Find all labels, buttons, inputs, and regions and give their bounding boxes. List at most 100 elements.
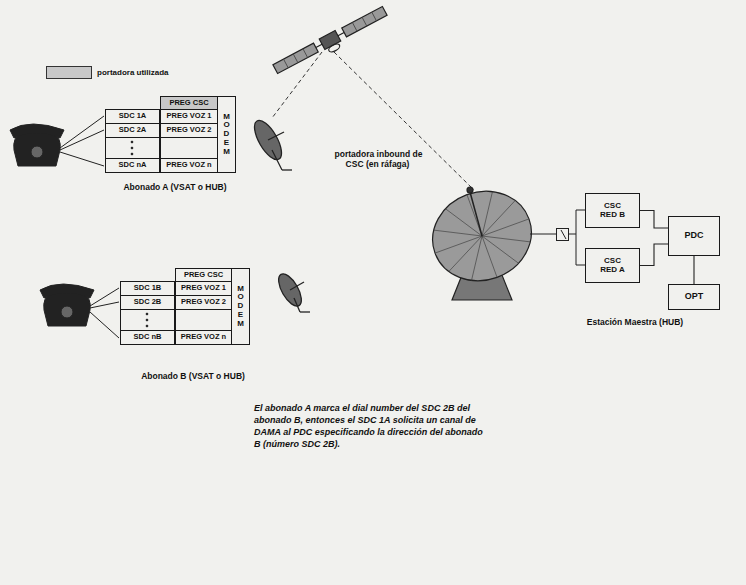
node-text: SDC nA xyxy=(119,161,147,169)
vsat-antenna xyxy=(274,270,310,312)
carrier-cell: PREG VOZ n xyxy=(160,158,218,173)
opt-box: OPT xyxy=(668,284,720,310)
node-text: PREG VOZ n xyxy=(181,333,226,341)
node-text: SDC 1B xyxy=(134,284,162,292)
label-text: Abonado A (VSAT o HUB) xyxy=(122,182,227,192)
ellipsis-cell xyxy=(131,147,133,149)
carrier-cell: PREG CSC xyxy=(160,96,218,110)
node-text: RED B xyxy=(600,211,625,220)
telephone-icon xyxy=(44,292,91,326)
vsat-antenna xyxy=(272,150,282,170)
hub-dish xyxy=(420,178,544,300)
ellipsis-cell xyxy=(106,138,218,159)
node-text: OPT xyxy=(685,292,704,302)
ellipsis-cell xyxy=(121,310,175,331)
carrier-cell: PREG VOZ 1 xyxy=(160,109,218,124)
node-text: PREG CSC xyxy=(184,271,223,279)
node-text: PREG VOZ 1 xyxy=(181,284,226,292)
telephone-icon xyxy=(31,146,43,158)
hub-dish xyxy=(467,187,473,193)
node-text: CSC xyxy=(604,257,621,266)
legend-swatch xyxy=(46,66,92,79)
splitter-wire xyxy=(530,210,585,265)
satellite-icon xyxy=(284,12,377,68)
telephone-icon xyxy=(10,124,64,138)
label-text: portadora inbound de CSC (en ráfaga) xyxy=(334,149,423,169)
splitter-wire xyxy=(561,230,566,239)
node-text: CSC xyxy=(604,202,621,211)
hub-dish xyxy=(470,192,482,236)
label-text: Abonado B (VSAT o HUB) xyxy=(140,371,246,381)
telephone-icon xyxy=(61,306,73,318)
satellite-icon xyxy=(272,6,390,80)
carrier-cell: PREG VOZ 2 xyxy=(160,123,218,138)
dish-rib xyxy=(482,192,492,236)
carrier-cell: PREG VOZ 1 xyxy=(175,281,232,296)
phone-wire xyxy=(60,130,104,150)
node-text: RED A xyxy=(600,266,625,275)
vsat-antenna xyxy=(268,132,284,140)
node-text: PREG VOZ 2 xyxy=(181,298,226,306)
node-text: SDC 2B xyxy=(134,298,162,306)
connector-line xyxy=(640,211,668,229)
node-text: PREG VOZ n xyxy=(166,161,211,169)
sdc-cell: SDC 2B xyxy=(120,295,175,310)
splitter-wire xyxy=(569,210,586,234)
dish-rib xyxy=(449,236,482,271)
hub-dish xyxy=(434,192,530,281)
caption: El abonado A marca el dial number del SD… xyxy=(254,402,490,451)
node-text: SDC 2A xyxy=(119,126,147,134)
sdc-cell: SDC nA xyxy=(105,158,160,173)
satellite-icon xyxy=(316,44,322,47)
modem-box: MODEM xyxy=(231,268,250,345)
node-text: PREG CSC xyxy=(169,99,208,107)
pdc-box: PDC xyxy=(668,216,720,256)
dish-rib xyxy=(482,236,519,263)
splitter-wire xyxy=(557,229,569,241)
telephone-icon xyxy=(40,284,94,298)
hub-dish xyxy=(420,178,544,295)
legend-item: portadora utilizada xyxy=(46,66,169,79)
phone-wire xyxy=(60,116,104,166)
carrier-cell: PREG VOZ 2 xyxy=(175,295,232,310)
splitter-wire xyxy=(530,234,556,235)
node-text: PREG VOZ 2 xyxy=(166,126,211,134)
phone-wire xyxy=(90,302,119,308)
phone-wire xyxy=(60,152,104,166)
node-text: MODEM xyxy=(223,113,231,157)
radio-link xyxy=(272,52,322,118)
label-text: Estación Maestra (HUB) xyxy=(586,317,684,327)
vsat-antenna xyxy=(282,169,292,170)
phone-wire xyxy=(90,312,119,338)
vsat-antenna xyxy=(249,116,292,170)
dish-rib xyxy=(445,209,482,236)
dish-rib xyxy=(435,236,482,253)
connector-line xyxy=(640,244,668,266)
ellipsis-cell xyxy=(161,138,218,159)
splitter-wire xyxy=(576,234,585,265)
dish-rib xyxy=(472,236,482,280)
station-label: Estación Maestra (HUB) xyxy=(570,318,700,328)
sdc-cell: SDC nB xyxy=(120,330,175,345)
connector-line xyxy=(693,256,694,284)
node-text: SDC nB xyxy=(134,333,162,341)
radio-link xyxy=(334,52,474,190)
carrier-cell: PREG VOZ n xyxy=(175,330,232,345)
station-label: Abonado B (VSAT o HUB) xyxy=(118,372,268,382)
ellipsis-cell xyxy=(131,141,133,143)
legend-text: portadora utilizada xyxy=(97,68,169,77)
station-label: Abonado A (VSAT o HUB) xyxy=(100,183,250,193)
vsat-antenna xyxy=(249,116,287,163)
modem-box: MODEM xyxy=(217,96,236,173)
ellipsis-cell xyxy=(121,310,232,331)
ellipsis-cell xyxy=(146,325,148,327)
radio-link xyxy=(272,52,474,190)
ellipsis-cell xyxy=(176,310,232,331)
caption-text: El abonado A marca el dial number del SD… xyxy=(254,403,483,449)
dish-rib xyxy=(482,219,529,236)
telephone-icon xyxy=(40,284,94,326)
dish-rib xyxy=(482,201,515,236)
